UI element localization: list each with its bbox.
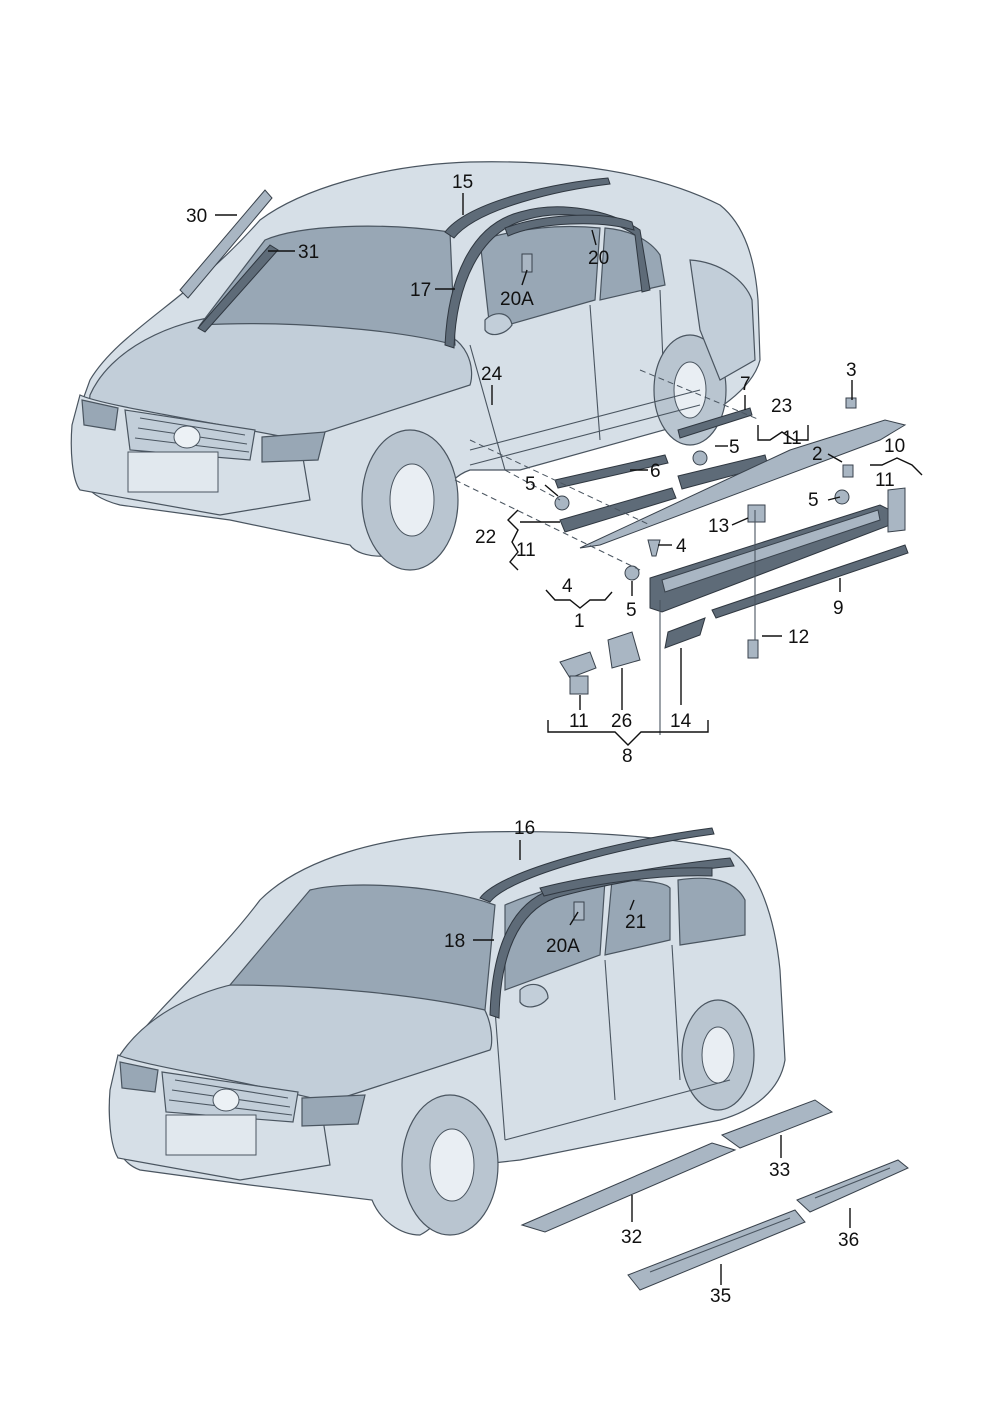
callout-10: 10 <box>884 436 905 457</box>
callout-22: 22 <box>475 527 496 548</box>
callout-11-brace: 11 <box>516 540 536 561</box>
callout-2: 2 <box>812 444 823 465</box>
callout-17: 17 <box>410 280 431 301</box>
callout-20a-sedan: 20A <box>500 289 534 310</box>
callout-1: 1 <box>574 611 585 632</box>
callout-21: 21 <box>625 912 646 933</box>
callout-20: 20 <box>588 248 609 269</box>
callout-32: 32 <box>621 1227 642 1248</box>
callout-4-brace: 4 <box>562 576 573 597</box>
callout-5-upper: 5 <box>729 437 740 458</box>
callout-13: 13 <box>708 516 729 537</box>
callout-16: 16 <box>514 818 535 839</box>
wagon-illustration <box>108 830 786 1236</box>
callout-30: 30 <box>186 206 207 227</box>
callout-3: 3 <box>846 360 857 381</box>
callout-5-right: 5 <box>808 490 819 511</box>
callout-8: 8 <box>622 746 633 767</box>
callout-leaders <box>215 193 923 1285</box>
callout-9: 9 <box>833 598 844 619</box>
callout-31: 31 <box>298 242 319 263</box>
callout-20a-wagon: 20A <box>546 936 580 957</box>
callout-33: 33 <box>769 1160 790 1181</box>
callout-24: 24 <box>481 364 503 385</box>
callout-26: 26 <box>611 711 632 732</box>
callout-15: 15 <box>452 172 473 193</box>
callout-23: 23 <box>771 396 792 417</box>
callout-11-clip: 11 <box>569 711 589 732</box>
callout-5-left: 5 <box>525 474 536 495</box>
callout-11-end-cap: 11 <box>875 470 895 491</box>
callout-36: 36 <box>838 1230 859 1251</box>
callout-4-clip: 4 <box>676 536 687 557</box>
callout-11-sill-upper: 11 <box>782 428 802 449</box>
callout-18: 18 <box>444 931 465 952</box>
sedan-illustration <box>70 161 761 571</box>
callout-6: 6 <box>650 461 661 482</box>
callout-5-lower: 5 <box>626 600 637 621</box>
callout-12: 12 <box>788 627 809 648</box>
callout-14: 14 <box>670 711 692 732</box>
callout-35: 35 <box>710 1286 731 1307</box>
callout-7: 7 <box>740 374 751 395</box>
